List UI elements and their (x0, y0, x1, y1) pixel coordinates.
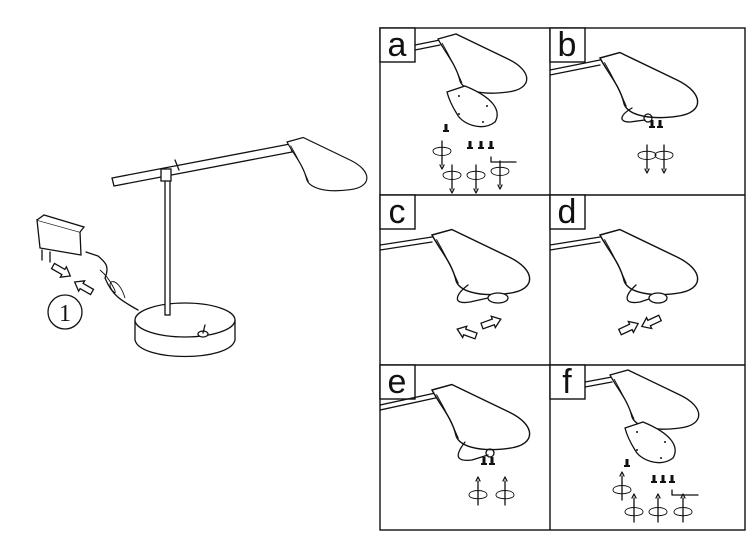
arrow-right-icon (49, 260, 74, 282)
panel-label: d (558, 193, 577, 231)
lamp-base (134, 302, 236, 338)
power-adapter-icon (36, 214, 86, 263)
lamp-shade (286, 136, 368, 192)
panel-label: b (558, 26, 577, 64)
panel-label: f (562, 363, 572, 401)
lamp-overview: 1 (36, 136, 368, 358)
power-cable (85, 251, 139, 311)
panel-c: c (379, 193, 531, 343)
arrow-left-icon (71, 276, 96, 298)
panel-label: a (388, 26, 407, 64)
switch-icon (197, 324, 209, 338)
panel-label: e (388, 363, 407, 401)
panel-f: f (549, 363, 700, 523)
screw-icon (443, 124, 449, 132)
panel-a: a (379, 26, 528, 194)
screwdriver-icon (432, 140, 452, 170)
step-number-circle (47, 294, 83, 330)
lamp-pole (164, 172, 171, 316)
panel-e: e (379, 363, 531, 506)
step-number: 1 (59, 301, 71, 327)
panel-label: c (389, 193, 406, 231)
panel-b: b (549, 26, 699, 174)
panel-d: d (549, 193, 699, 339)
arm-joint (160, 168, 172, 182)
lamp-arm (111, 143, 293, 187)
